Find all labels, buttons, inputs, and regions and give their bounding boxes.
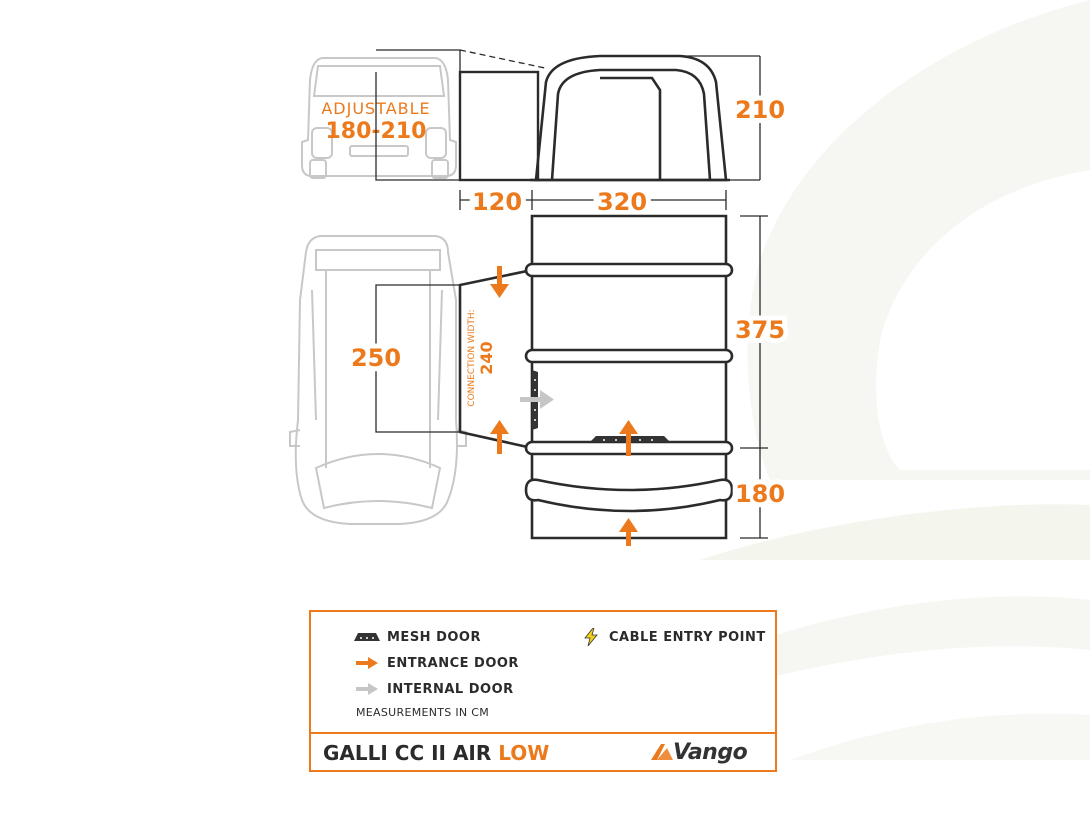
tent-side-elevation [375, 49, 761, 182]
entrance-door-arrow-icon [490, 266, 509, 298]
vehicle-width-label: 250 [351, 344, 401, 372]
legend-item-mesh-door: MESH DOOR [347, 627, 481, 647]
measurements-note: MEASUREMENTS IN CM [356, 706, 490, 719]
car-rear-view [301, 57, 457, 179]
background-swoosh [700, 0, 1090, 760]
vehicle-width-bracket [375, 284, 460, 433]
entrance-door-arrow-icon [347, 657, 387, 669]
product-name: GALLI CC II AIR LOW [323, 741, 549, 765]
product-name-highlight: LOW [498, 741, 550, 765]
legend-item-internal-door: INTERNAL DOOR [347, 679, 514, 699]
internal-door-arrow-icon [347, 683, 387, 695]
brand-chevron-icon [651, 744, 673, 760]
legend-box: MESH DOOR ENTRANCE DOOR INTERNAL DOOR CA… [309, 610, 777, 772]
legend-label: INTERNAL DOOR [387, 681, 514, 697]
canopy-depth-label: 180 [735, 480, 785, 508]
car-top-view [289, 235, 467, 525]
entrance-door-arrow-icon [619, 518, 638, 546]
height-label: 210 [735, 96, 785, 124]
legend-label: MESH DOOR [387, 629, 481, 645]
connection-tunnel [458, 268, 533, 450]
internal-door-arrow-icon [520, 390, 554, 409]
entrance-door-arrow-icon [619, 420, 638, 456]
legend-label: ENTRANCE DOOR [387, 655, 519, 671]
legend-item-entrance-door: ENTRANCE DOOR [347, 653, 519, 673]
entrance-door-arrow-icon [490, 420, 509, 454]
mesh-door-icon [347, 633, 387, 641]
connection-width-caption: CONNECTION WIDTH: [467, 309, 477, 406]
connection-depth-label: 120 [472, 188, 522, 216]
tent-floorplan [524, 214, 734, 540]
product-name-main: GALLI CC II AIR [323, 741, 492, 765]
lightning-bolt-icon [573, 628, 609, 646]
legend-divider [311, 732, 775, 734]
brand-name: Vango [673, 739, 748, 765]
tent-depth-label: 375 [735, 316, 785, 344]
width-dimension-line [459, 190, 727, 210]
legend-item-cable-entry: CABLE ENTRY POINT [573, 627, 766, 647]
brand-logo: Vango [651, 738, 761, 766]
connection-width-label: 240 [477, 341, 496, 374]
tent-width-label: 320 [597, 188, 647, 216]
legend-label: CABLE ENTRY POINT [609, 629, 766, 645]
depth-dimension-line [740, 215, 768, 539]
